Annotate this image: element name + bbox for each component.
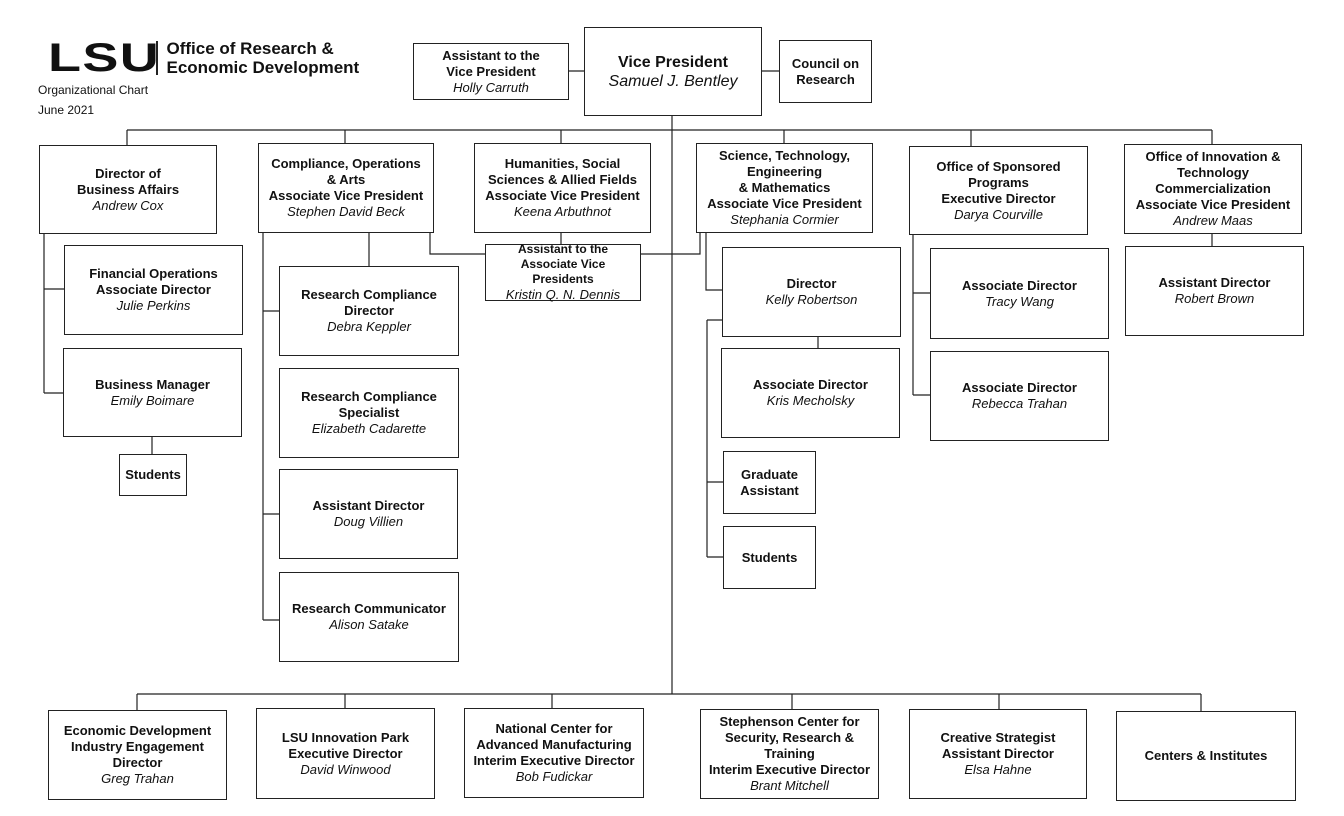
business-manager-name: Emily Boimare xyxy=(110,392,195,408)
graduate-assistant-title: Graduate Assistant xyxy=(740,466,799,498)
research-communicator-box: Research Communicator Alison Satake xyxy=(279,572,459,662)
director-kelly-box: Director Kelly Robertson xyxy=(722,247,901,337)
council-on-research-title: Council on Research xyxy=(791,55,860,87)
stephenson-center-name: Brant Mitchell xyxy=(750,778,829,793)
vice-president-title: Vice President xyxy=(618,53,728,71)
assistant-director-robert-box: Assistant Director Robert Brown xyxy=(1125,246,1304,336)
students-stem-title: Students xyxy=(741,549,798,565)
research-compliance-director-name: Debra Keppler xyxy=(327,319,411,334)
economic-development-box: Economic Development Industry Engagement… xyxy=(48,710,227,800)
director-kelly-name: Kelly Robertson xyxy=(765,292,858,307)
students-business-title: Students xyxy=(125,467,181,482)
advanced-manufacturing-title: National Center for Advanced Manufacturi… xyxy=(473,721,635,768)
assistant-director-doug-box: Assistant Director Doug Villien xyxy=(279,469,458,559)
vice-president-box: Vice President Samuel J. Bentley xyxy=(584,27,762,116)
sponsored-programs-title: Office of Sponsored Programs Executive D… xyxy=(936,158,1061,206)
assistant-to-avps-box: Assistant to the Associate Vice Presiden… xyxy=(485,242,641,302)
lsu-logo: LSU Office of Research & Economic Develo… xyxy=(48,38,359,78)
innovation-commercialization-title: Office of Innovation & Technology Commer… xyxy=(1135,149,1291,212)
stephenson-center-box: Stephenson Center for Security, Research… xyxy=(700,709,879,799)
students-stem-box: Students xyxy=(723,526,816,589)
creative-strategist-name: Elsa Hahne xyxy=(964,762,1032,777)
council-on-research-box: Council on Research xyxy=(779,40,872,103)
creative-strategist-box: Creative Strategist Assistant Director E… xyxy=(909,709,1087,799)
assistant-director-doug-name: Doug Villien xyxy=(333,514,404,529)
chart-subtitle: Organizational Chart xyxy=(38,83,149,97)
compliance-avp-box: Compliance, Operations & Arts Associate … xyxy=(258,143,434,233)
office-name: Office of Research & Economic Developmen… xyxy=(167,39,360,77)
assistant-director-doug-title: Assistant Director xyxy=(312,498,425,513)
stem-avp-box: Science, Technology, Engineering & Mathe… xyxy=(696,143,873,233)
assistant-director-robert-title: Assistant Director xyxy=(1158,275,1271,290)
graduate-assistant-box: Graduate Assistant xyxy=(723,451,816,514)
assistant-to-avps-name: Kristin Q. N. Dennis xyxy=(505,287,621,302)
centers-institutes-box: Centers & Institutes xyxy=(1116,711,1296,801)
students-business-box: Students xyxy=(119,454,187,496)
stephenson-center-title: Stephenson Center for Security, Research… xyxy=(708,714,871,777)
research-compliance-specialist-name: Elizabeth Cadarette xyxy=(311,421,427,436)
research-compliance-director-box: Research Compliance Director Debra Keppl… xyxy=(279,266,459,356)
business-manager-box: Business Manager Emily Boimare xyxy=(63,348,242,437)
stem-avp-title: Science, Technology, Engineering & Mathe… xyxy=(707,148,862,211)
compliance-avp-name: Stephen David Beck xyxy=(287,204,405,219)
innovation-commercialization-name: Andrew Maas xyxy=(1173,213,1253,228)
economic-development-title: Economic Development Industry Engagement… xyxy=(63,723,212,770)
director-business-affairs-box: Director of Business Affairs Andrew Cox xyxy=(39,145,217,234)
associate-director-rebecca-title: Associate Director xyxy=(962,380,1077,395)
sponsored-programs-box: Office of Sponsored Programs Executive D… xyxy=(909,146,1088,235)
financial-operations-box: Financial Operations Associate Director … xyxy=(64,245,243,335)
research-communicator-title: Research Communicator xyxy=(292,601,446,616)
assistant-to-avps-title: Assistant to the Associate Vice Presiden… xyxy=(517,242,608,286)
humanities-avp-name: Keena Arbuthnot xyxy=(513,204,612,219)
assistant-to-vp-name: Holly Carruth xyxy=(453,79,529,95)
chart-date: June 2021 xyxy=(38,103,95,117)
associate-director-kris-title: Associate Director xyxy=(753,377,868,392)
associate-director-tracy-title: Associate Director xyxy=(962,277,1077,293)
research-compliance-specialist-title: Research Compliance Specialist xyxy=(301,389,437,420)
research-compliance-director-title: Research Compliance Director xyxy=(301,287,437,318)
vice-president-name: Samuel J. Bentley xyxy=(608,72,738,90)
centers-institutes-title: Centers & Institutes xyxy=(1144,748,1268,763)
director-business-affairs-title: Director of Business Affairs xyxy=(76,165,180,197)
innovation-commercialization-box: Office of Innovation & Technology Commer… xyxy=(1124,144,1302,234)
associate-director-kris-name: Kris Mecholsky xyxy=(766,393,855,408)
research-communicator-name: Alison Satake xyxy=(329,617,409,632)
associate-director-tracy-box: Associate Director Tracy Wang xyxy=(930,248,1109,339)
innovation-park-title: LSU Innovation Park Executive Director xyxy=(281,729,410,761)
associate-director-rebecca-name: Rebecca Trahan xyxy=(971,396,1068,411)
advanced-manufacturing-name: Bob Fudickar xyxy=(515,769,593,784)
sponsored-programs-name: Darya Courville xyxy=(954,206,1043,222)
research-compliance-specialist-box: Research Compliance Specialist Elizabeth… xyxy=(279,368,459,458)
assistant-to-vp-title: Assistant to the Vice President xyxy=(442,47,540,79)
financial-operations-name: Julie Perkins xyxy=(116,298,191,313)
compliance-avp-title: Compliance, Operations & Arts Associate … xyxy=(268,156,424,203)
director-kelly-title: Director xyxy=(786,276,837,291)
lsu-logo-mark: LSU xyxy=(48,36,161,80)
assistant-to-vp-box: Assistant to the Vice President Holly Ca… xyxy=(413,43,569,100)
logo-divider xyxy=(156,41,158,75)
humanities-avp-box: Humanities, Social Sciences & Allied Fie… xyxy=(474,143,651,233)
office-name-line2: Economic Development xyxy=(166,58,360,77)
director-business-affairs-name: Andrew Cox xyxy=(92,197,164,213)
humanities-avp-title: Humanities, Social Sciences & Allied Fie… xyxy=(485,156,640,203)
associate-director-tracy-name: Tracy Wang xyxy=(985,293,1054,309)
innovation-park-box: LSU Innovation Park Executive Director D… xyxy=(256,708,435,799)
business-manager-title: Business Manager xyxy=(95,376,210,392)
financial-operations-title: Financial Operations Associate Director xyxy=(89,266,218,297)
office-name-line1: Office of Research & xyxy=(166,39,334,58)
advanced-manufacturing-box: National Center for Advanced Manufacturi… xyxy=(464,708,644,798)
stem-avp-name: Stephania Cormier xyxy=(730,212,839,227)
creative-strategist-title: Creative Strategist Assistant Director xyxy=(940,730,1056,761)
economic-development-name: Greg Trahan xyxy=(101,771,174,786)
associate-director-kris-box: Associate Director Kris Mecholsky xyxy=(721,348,900,438)
associate-director-rebecca-box: Associate Director Rebecca Trahan xyxy=(930,351,1109,441)
assistant-director-robert-name: Robert Brown xyxy=(1174,291,1255,306)
innovation-park-name: David Winwood xyxy=(300,761,391,777)
